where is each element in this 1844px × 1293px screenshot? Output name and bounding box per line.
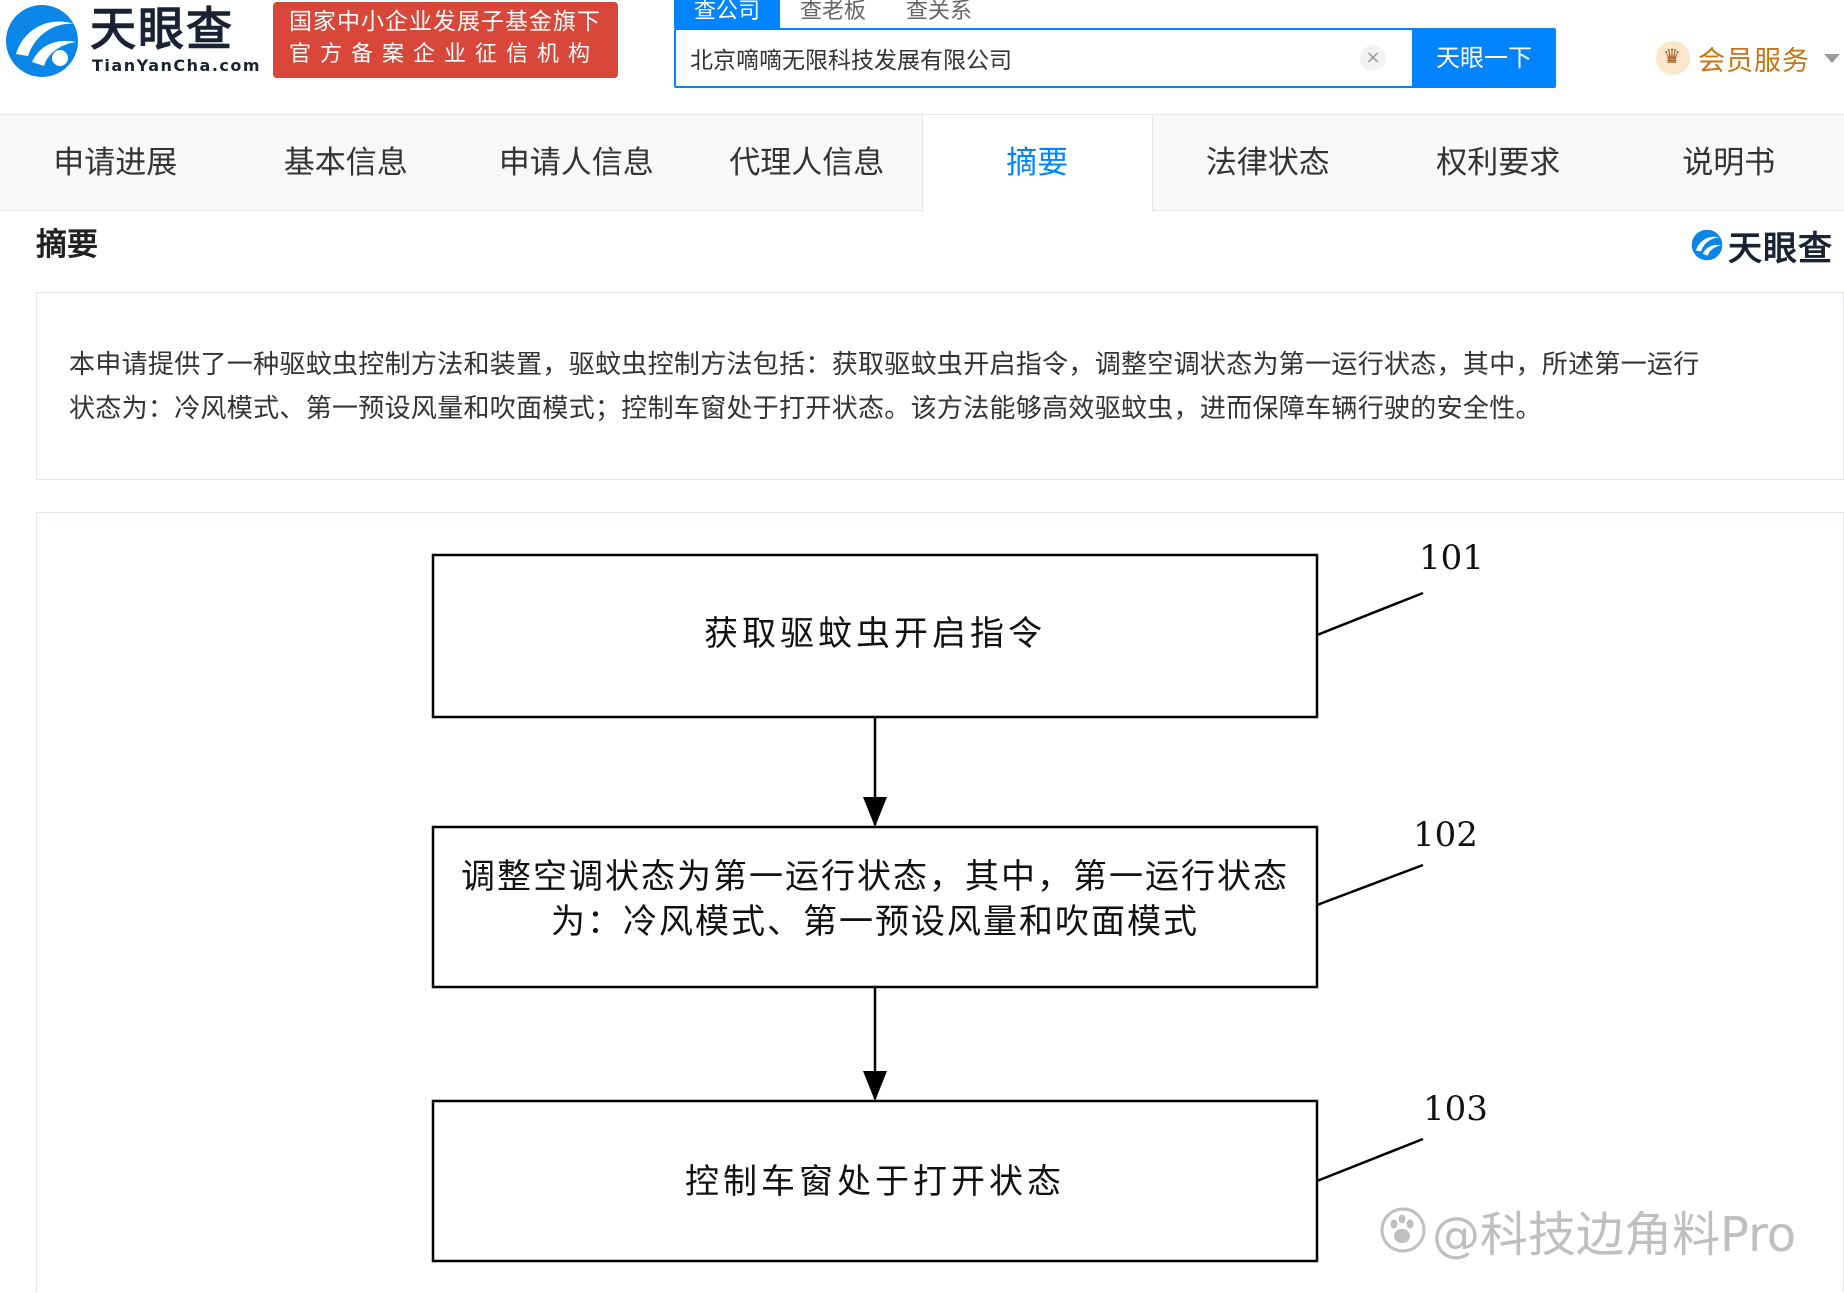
patent-tab-bar: 申请进展 基本信息 申请人信息 代理人信息 摘要 法律状态 权利要求 说明书 bbox=[0, 115, 1844, 212]
search-input[interactable] bbox=[690, 30, 1340, 86]
abstract-panel: 本申请提供了一种驱蚊虫控制方法和装置，驱蚊虫控制方法包括：获取驱蚊虫开启指令，调… bbox=[36, 292, 1844, 480]
section-watermark-logo: 天眼查 bbox=[1690, 224, 1833, 269]
watermark-text: @科技边角料Pro bbox=[1432, 1207, 1797, 1263]
baidu-paw-icon bbox=[1380, 1207, 1426, 1253]
search-type-tabs: 查公司 查老板 查关系 bbox=[674, 0, 992, 28]
vip-service-menu[interactable]: 会员服务 bbox=[1656, 36, 1840, 80]
site-logo[interactable]: 天眼查 TianYanCha.com bbox=[2, 2, 260, 80]
logo-chinese-text: 天眼查 bbox=[90, 2, 234, 56]
tab-applicant-info[interactable]: 申请人信息 bbox=[498, 145, 654, 181]
search-box: × 天眼一下 bbox=[674, 28, 1556, 88]
search-tab-boss[interactable]: 查老板 bbox=[800, 0, 867, 24]
baidu-watermark: @科技边角料Pro bbox=[1380, 1200, 1796, 1263]
flow-leader-line-103 bbox=[1316, 1137, 1424, 1183]
flow-arrowhead-2 bbox=[863, 1071, 887, 1101]
tianyancha-logo-icon bbox=[1691, 229, 1723, 261]
flow-step-text-101: 获取驱蚊虫开启指令 bbox=[704, 614, 1046, 654]
flow-step-text-102-line2: 为：冷风模式、第一预设风量和吹面模式 bbox=[551, 902, 1199, 942]
flow-step-text-102-line1: 调整空调状态为第一运行状态，其中，第一运行状态 bbox=[461, 857, 1289, 897]
search-tab-relation[interactable]: 查关系 bbox=[906, 0, 973, 24]
tab-legal-status[interactable]: 法律状态 bbox=[1205, 145, 1330, 181]
section-logo-text: 天眼查 bbox=[1728, 228, 1833, 269]
tab-basic-info[interactable]: 基本信息 bbox=[283, 145, 408, 181]
flow-leader-line-101 bbox=[1316, 591, 1424, 637]
flow-step-id-103: 103 bbox=[1423, 1089, 1488, 1129]
gov-badge: 国家中小企业发展子基金旗下 官方备案企业征信机构 bbox=[273, 2, 618, 78]
section-title: 摘要 bbox=[36, 227, 98, 263]
abstract-line-1: 本申请提供了一种驱蚊虫控制方法和装置，驱蚊虫控制方法包括：获取驱蚊虫开启指令，调… bbox=[69, 350, 1700, 380]
flow-step-text-103: 控制车窗处于打开状态 bbox=[685, 1162, 1065, 1202]
search-tab-company[interactable]: 查公司 bbox=[674, 0, 781, 28]
logo-english-text: TianYanCha.com bbox=[92, 56, 262, 75]
tab-claims[interactable]: 权利要求 bbox=[1436, 145, 1561, 181]
tab-agent-info[interactable]: 代理人信息 bbox=[729, 145, 885, 181]
tianyancha-logo-icon bbox=[6, 5, 78, 77]
flow-step-box-102 bbox=[431, 825, 1319, 989]
flow-arrowhead-1 bbox=[863, 797, 887, 827]
flow-leader-line-102 bbox=[1316, 863, 1424, 907]
tab-application-progress[interactable]: 申请进展 bbox=[53, 145, 178, 181]
vip-service-label: 会员服务 bbox=[1698, 45, 1810, 77]
clear-icon[interactable]: × bbox=[1360, 45, 1386, 71]
chevron-down-icon bbox=[1824, 53, 1840, 63]
flowchart: 获取驱蚊虫开启指令 101 调整空调状态为第一运行状态，其中，第一运行状态 为：… bbox=[431, 538, 1488, 1263]
abstract-figure: 获取驱蚊虫开启指令 101 调整空调状态为第一运行状态，其中，第一运行状态 为：… bbox=[36, 512, 1844, 1292]
top-header: 天眼查 TianYanCha.com 国家中小企业发展子基金旗下 官方备案企业征… bbox=[0, 0, 1844, 115]
abstract-line-2: 状态为：冷风模式、第一预设风量和吹面模式；控制车窗处于打开状态。该方法能够高效驱… bbox=[69, 394, 1542, 424]
gov-badge-line1: 国家中小企业发展子基金旗下 bbox=[289, 9, 601, 35]
gov-badge-line2: 官方备案企业征信机构 bbox=[289, 42, 600, 67]
search-button[interactable]: 天眼一下 bbox=[1412, 28, 1556, 88]
crown-icon bbox=[1656, 41, 1690, 75]
tab-abstract[interactable]: 摘要 bbox=[922, 115, 1153, 212]
flow-step-id-101: 101 bbox=[1419, 538, 1484, 578]
flow-step-id-102: 102 bbox=[1413, 815, 1478, 855]
flow-step-box-101 bbox=[431, 553, 1319, 719]
tab-description[interactable]: 说明书 bbox=[1682, 145, 1776, 181]
